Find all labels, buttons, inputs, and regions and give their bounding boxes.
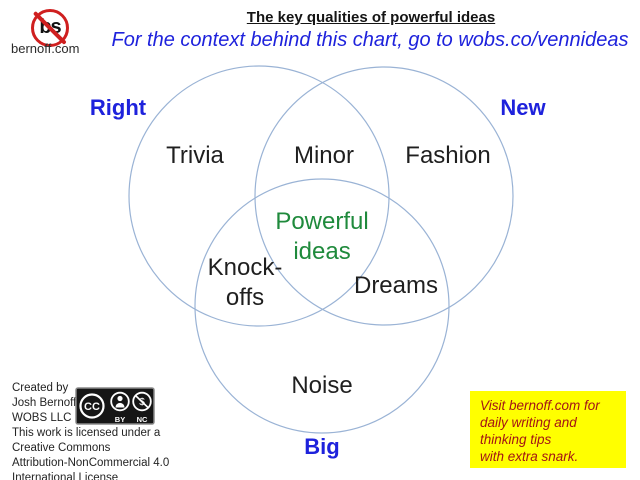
venn-circle-new xyxy=(254,66,514,326)
region-label-trivia: Trivia xyxy=(166,142,224,169)
person-head xyxy=(117,395,123,402)
region-label-fashion: Fashion xyxy=(405,142,491,169)
attribution-person-icon xyxy=(110,391,130,412)
person-body xyxy=(115,402,125,408)
cc-logo-text: CC xyxy=(84,401,100,413)
logo-site-text: bernoff.com xyxy=(11,41,80,56)
set-label-big: Big xyxy=(304,434,340,459)
region-label-dreams: Dreams xyxy=(353,272,438,299)
dollar-slash xyxy=(135,395,149,409)
credit-line: Created by xyxy=(12,382,69,394)
license-line: International License xyxy=(12,472,119,480)
region-label-powerful-ideas: Powerful ideas xyxy=(252,207,392,267)
callout-line: daily writing and xyxy=(480,415,577,430)
slide-title: The key qualities of powerful ideas xyxy=(246,9,496,26)
license-line: Attribution-NonCommercial 4.0 xyxy=(12,457,170,469)
cc-logo-icon xyxy=(79,393,105,419)
callout-line: thinking tips xyxy=(480,432,552,447)
credit-line: Josh Bernoff, xyxy=(12,397,80,409)
set-label-new: New xyxy=(500,95,546,120)
license-block: This work is licensed under a Creative C… xyxy=(12,426,169,480)
region-label-noise: Noise xyxy=(291,372,353,399)
cc-by-text: BY xyxy=(115,415,125,424)
venn-circle-big xyxy=(194,178,450,434)
credit-block: Created by Josh Bernoff, WOBS LLC xyxy=(12,381,80,426)
callout-line: with extra snark. xyxy=(480,449,579,464)
cc-nc-text: NC xyxy=(137,415,148,424)
slide-subtitle: For the context behind this chart, go to… xyxy=(111,29,629,51)
set-label-right: Right xyxy=(89,95,147,120)
callout-line: Visit bernoff.com for xyxy=(480,398,600,413)
no-bs-prohibition-icon: bs xyxy=(31,9,69,47)
knockoffs-line1: Knock- xyxy=(207,254,283,281)
venn-circle-right xyxy=(128,65,390,327)
knockoffs-line2: offs xyxy=(225,284,265,311)
license-line: This work is licensed under a xyxy=(12,427,161,439)
powerful-ideas-line1: Powerful xyxy=(275,208,369,235)
credit-line: WOBS LLC xyxy=(12,412,72,424)
promo-callout: Visit bernoff.com for daily writing and … xyxy=(470,391,626,468)
noncommercial-dollar-icon xyxy=(132,391,152,412)
region-label-knockoffs: Knock- offs xyxy=(185,253,305,313)
region-label-minor: Minor xyxy=(293,142,354,169)
powerful-ideas-line2: ideas xyxy=(293,238,351,265)
license-line: Creative Commons xyxy=(12,442,111,454)
cc-by-nc-badge: CC BY $ NC xyxy=(75,387,155,425)
